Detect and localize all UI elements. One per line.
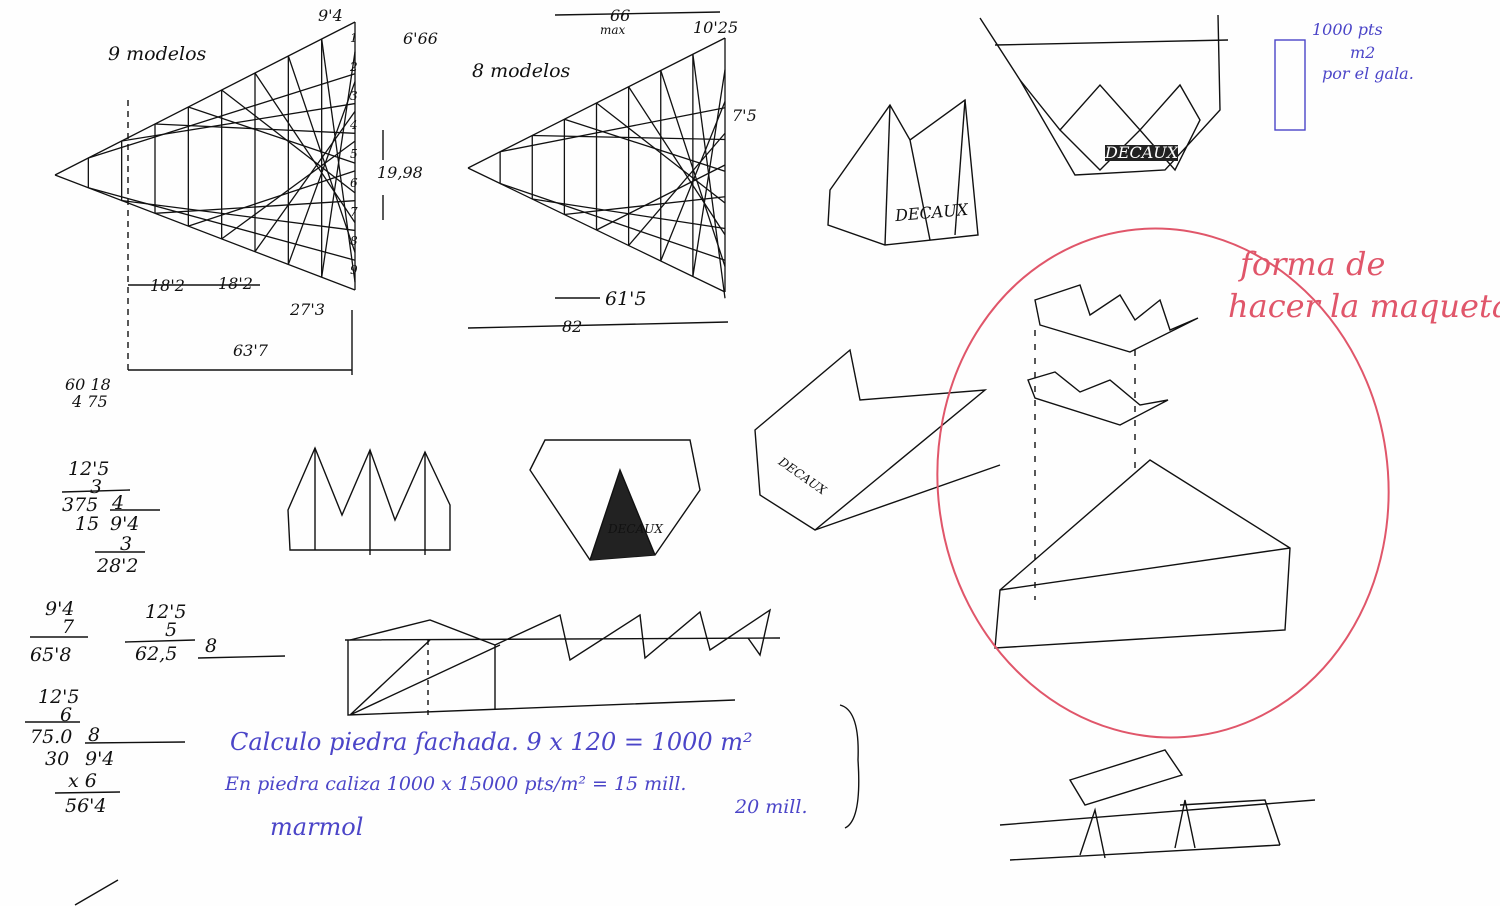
calc-value: 15 xyxy=(75,513,100,535)
dim-label: 18'2 xyxy=(218,274,253,293)
grid-line xyxy=(692,69,726,277)
calc-value: 75.0 xyxy=(30,726,73,748)
model-base-sketch xyxy=(994,459,1291,649)
module-number: 2 xyxy=(350,60,358,74)
grid-line xyxy=(254,110,356,253)
note-line: 1000 pts xyxy=(1312,20,1383,39)
calc-value: 56'4 xyxy=(65,795,107,817)
dim-label: 7'5 xyxy=(732,106,757,125)
decaux-label: DECAUX xyxy=(608,522,663,536)
dim-label: 63'7 xyxy=(233,341,268,360)
note-line: m2 xyxy=(1350,43,1376,62)
calc-value: 3 xyxy=(90,476,103,498)
grid-line xyxy=(121,199,356,232)
grid-line xyxy=(54,21,356,176)
calc-value: 8 xyxy=(88,724,101,746)
dim-label: 6'66 xyxy=(403,29,438,48)
calc-value: 4 xyxy=(112,492,125,514)
calc-value: 7 xyxy=(62,616,75,638)
note-line: por el gala. xyxy=(1322,64,1414,83)
module-number: 8 xyxy=(350,234,358,248)
grid-line xyxy=(121,102,356,142)
decaux-label: DECAUX xyxy=(1105,143,1179,162)
calc-value: 9'4 xyxy=(85,748,115,770)
dim-label: 66 xyxy=(610,6,631,25)
red-circle-annotation xyxy=(936,227,1390,739)
module-number: 1 xyxy=(350,31,358,45)
dim-line xyxy=(467,321,729,329)
red-note-line: forma de xyxy=(1240,245,1386,283)
calc-value: 6 xyxy=(60,704,73,726)
module-number: 7 xyxy=(350,205,358,219)
dim-label: 9'4 xyxy=(318,6,343,25)
calc-value: 65'8 xyxy=(30,644,72,666)
module-number: 4 xyxy=(350,118,358,132)
calc-value: 375 xyxy=(62,494,99,516)
dim-label: 18'2 xyxy=(150,276,185,295)
stone-note-line: Calculo piedra fachada. 9 x 120 = 1000 m… xyxy=(230,728,753,756)
calc-value: 12'5 xyxy=(145,601,187,623)
middle-plan-title: 8 modelos xyxy=(472,60,571,82)
calc-value: x 6 xyxy=(68,770,97,792)
stone-note-line: marmol xyxy=(270,813,364,841)
grid-line xyxy=(188,106,356,164)
dim-note: max xyxy=(600,23,626,37)
calc-value: 5 xyxy=(165,619,178,641)
calc-value: 12'5 xyxy=(38,686,80,708)
grid-line xyxy=(564,118,726,172)
dim-label: 82 xyxy=(562,317,583,336)
calc-value: 9'4 xyxy=(45,598,75,620)
grid-line xyxy=(321,51,356,278)
calc-value: 12'5 xyxy=(68,458,110,480)
calc-value: 9'4 xyxy=(110,513,140,535)
calc-label: 4 75 xyxy=(72,392,108,411)
grid-line xyxy=(628,86,726,236)
calc-value: 28'2 xyxy=(97,555,139,577)
calc-value: 8 xyxy=(205,635,218,657)
module-number: 3 xyxy=(350,89,358,103)
grid-line xyxy=(54,174,356,291)
module-number: 5 xyxy=(350,147,358,161)
calc-value: 30 xyxy=(45,748,70,770)
dim-label: 61'5 xyxy=(605,288,647,310)
stone-note-line: 20 mill. xyxy=(735,796,808,818)
dim-label: 19,98 xyxy=(377,163,423,182)
module-number: 6 xyxy=(350,176,358,190)
stone-note-line: En piedra caliza 1000 x 15000 pts/m² = 1… xyxy=(225,773,687,795)
note-box xyxy=(1274,39,1306,131)
calc-label: 60 18 xyxy=(65,375,111,394)
dim-label: 10'25 xyxy=(693,18,739,37)
calc-value: 3 xyxy=(120,533,133,555)
grid-line xyxy=(628,132,726,246)
calc-value: 62,5 xyxy=(135,643,178,665)
dim-label: 27'3 xyxy=(290,300,325,319)
module-number: 9 xyxy=(350,263,358,277)
red-note-line: hacer la maqueta xyxy=(1228,287,1500,325)
grid-line xyxy=(500,107,726,153)
left-plan-title: 9 modelos xyxy=(108,43,207,65)
grid-line xyxy=(254,72,356,224)
decaux-kiosk-sketch xyxy=(827,98,979,246)
